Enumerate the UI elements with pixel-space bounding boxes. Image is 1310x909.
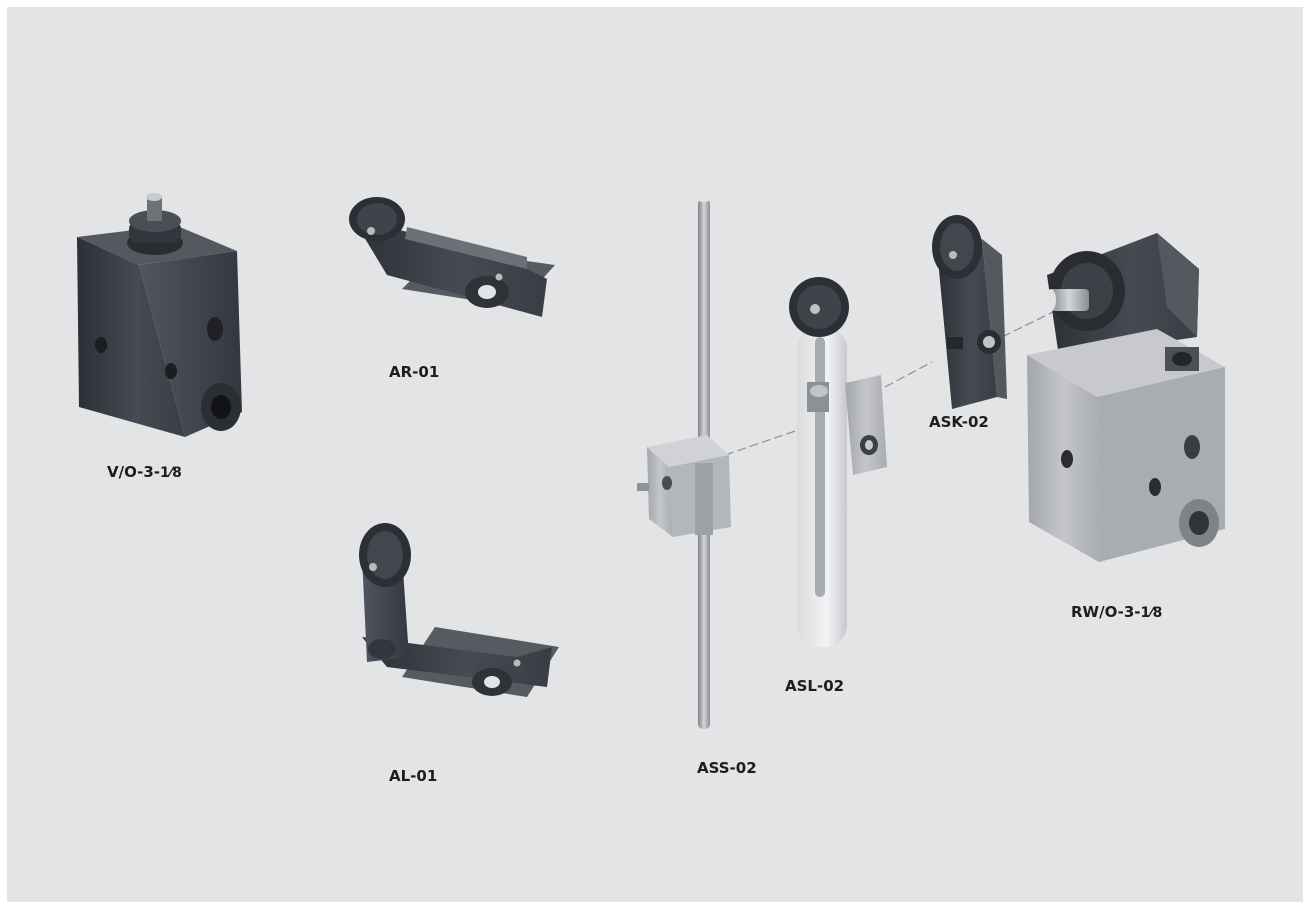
- asl02-lever-drawing: [789, 277, 887, 647]
- rwo-valve-drawing: [1027, 233, 1225, 562]
- assembly-guide-lines: [724, 309, 1058, 456]
- label-rwo: RW/O-3-1⁄8: [1071, 603, 1162, 621]
- al01-lever-drawing: [359, 523, 559, 697]
- label-asl02: ASL-02: [785, 677, 845, 695]
- ask02-lever-drawing: [932, 215, 1007, 409]
- components-illustration: [77, 193, 1225, 729]
- label-ask02: ASK-02: [929, 413, 989, 431]
- label-ass02: ASS-02: [697, 759, 757, 777]
- ar01-lever-drawing: [349, 197, 555, 317]
- label-vo-code: V/O-3-: [107, 463, 161, 481]
- catalog-figure: V/O-3-1⁄8 AR-01 AL-01 ASS-02 ASL-02 ASK-…: [7, 7, 1303, 902]
- label-vo-fraction: 1⁄8: [160, 465, 182, 481]
- label-rwo-code: RW/O-3-: [1071, 603, 1141, 621]
- ass02-rod-drawing: [637, 196, 731, 729]
- label-ar01: AR-01: [389, 363, 440, 381]
- label-vo: V/O-3-1⁄8: [107, 463, 182, 481]
- label-rwo-fraction: 1⁄8: [1140, 605, 1163, 621]
- vo-valve-drawing: [77, 193, 242, 437]
- label-al01: AL-01: [389, 767, 438, 785]
